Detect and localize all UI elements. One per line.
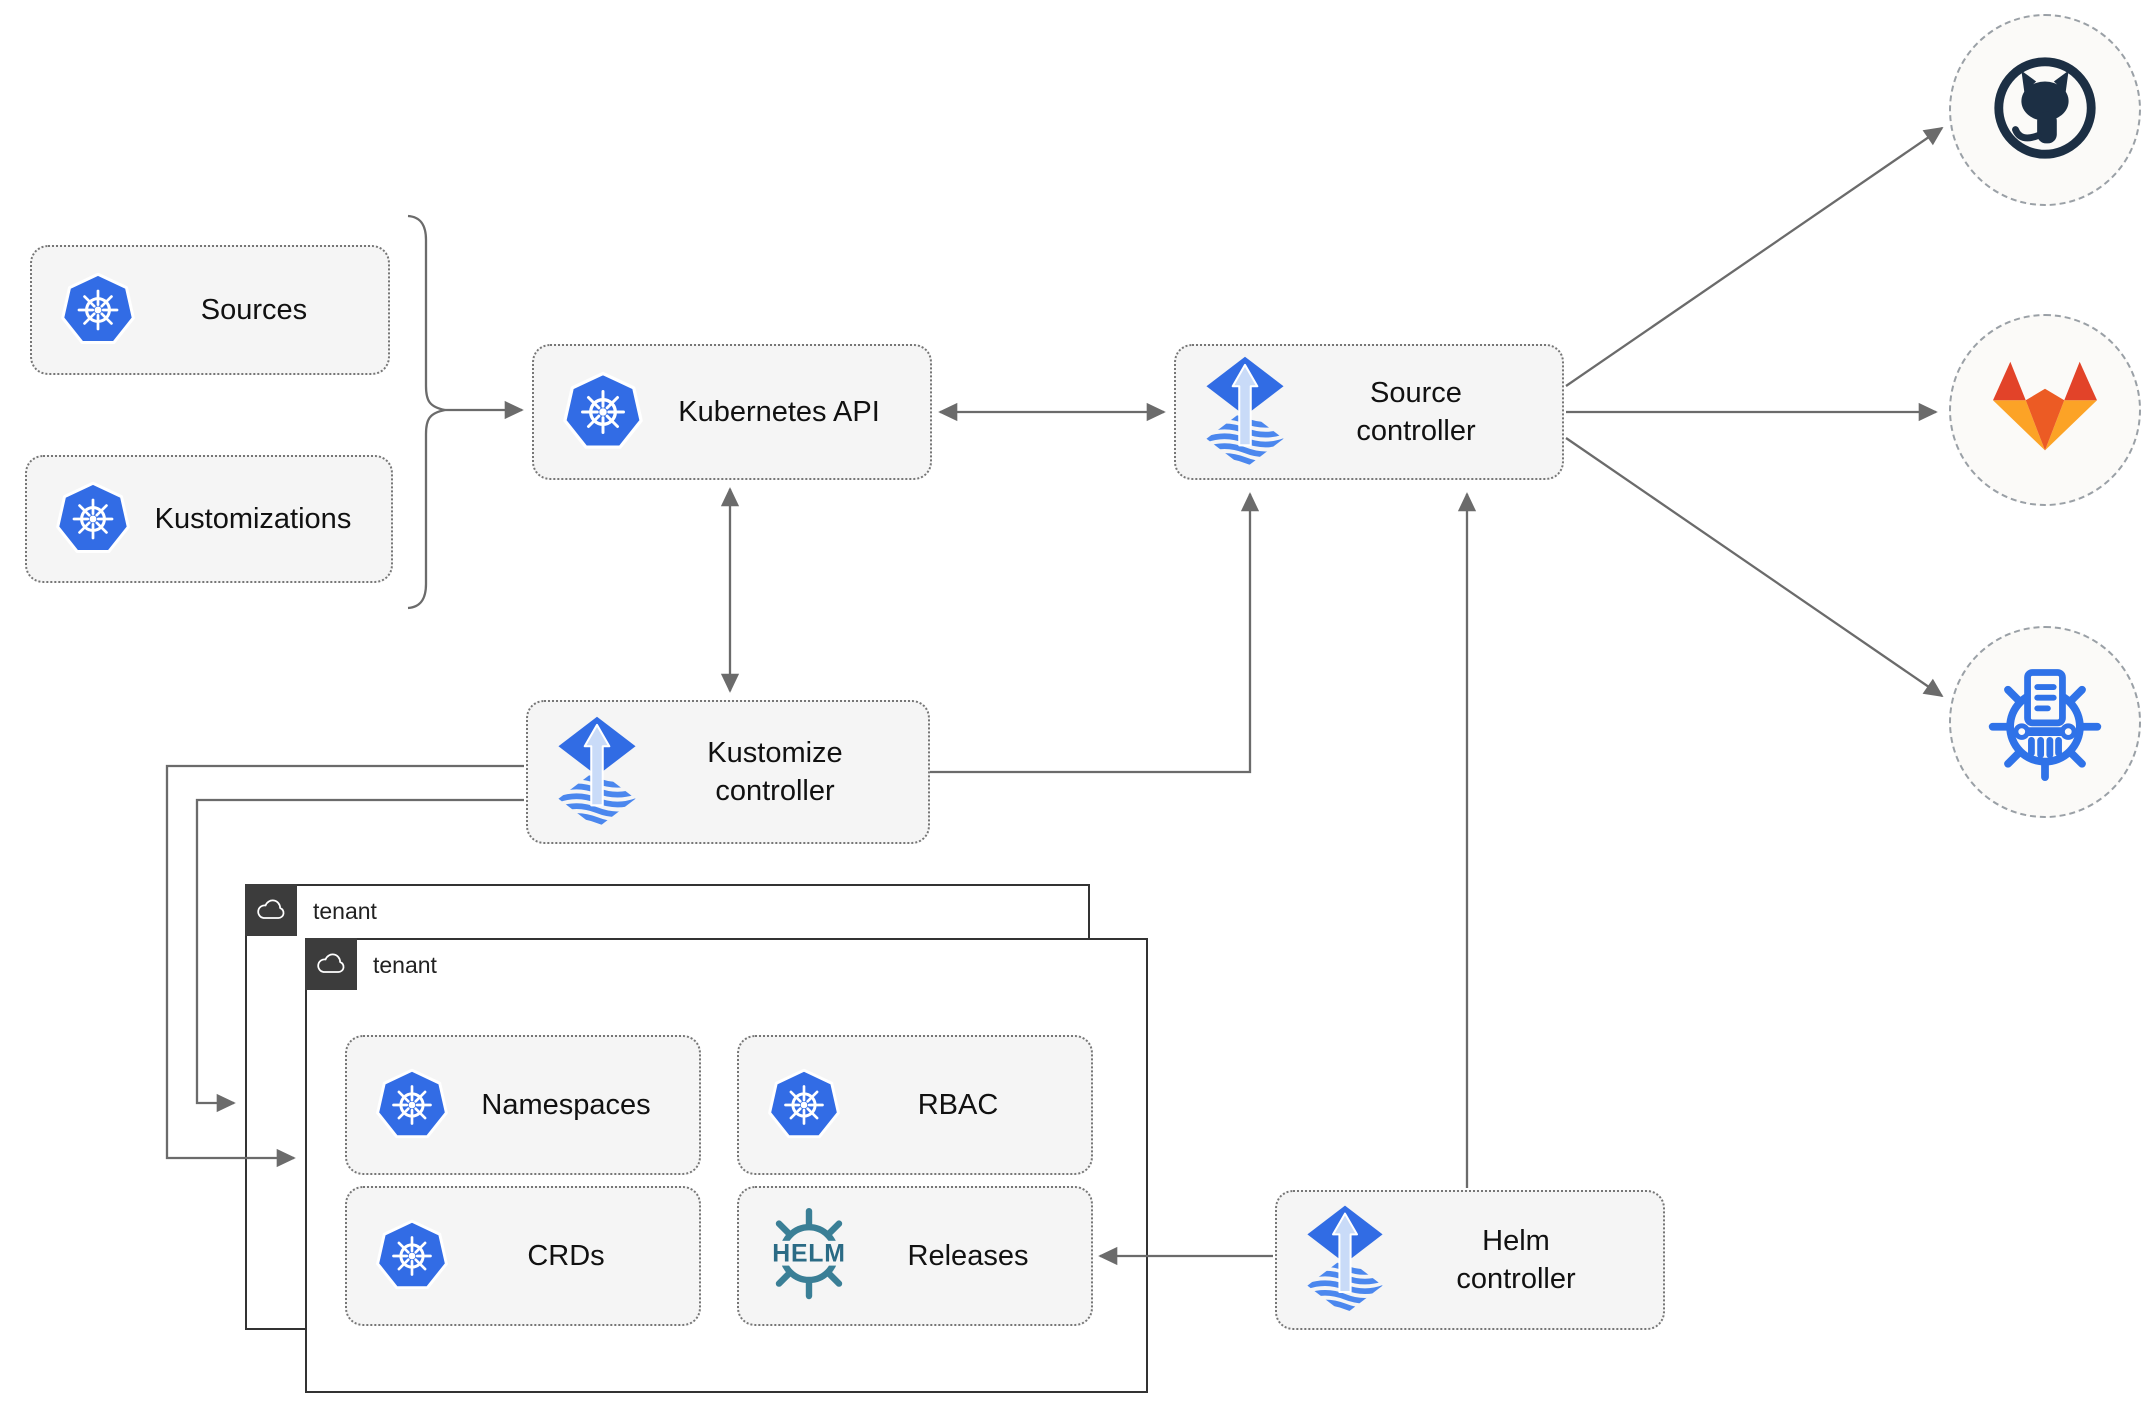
sources-label: Sources — [200, 293, 308, 326]
rbac-label: RBAC — [917, 1088, 999, 1121]
source-controller-label: Source controller — [1286, 374, 1562, 451]
source-controller-box: Source controller — [1174, 344, 1564, 480]
kustomizations-box: Kustomizations — [25, 455, 393, 583]
edge-source-to-github — [1565, 126, 1944, 387]
cloud-icon — [245, 884, 297, 936]
kustomize-controller-box: Kustomize controller — [526, 700, 930, 844]
helm-controller-label: Helm controller — [1385, 1222, 1663, 1299]
namespaces-box: Namespaces — [345, 1035, 701, 1175]
kustomize-controller-line1: Kustomize — [707, 736, 843, 769]
edge-kustomize-to-source-controller — [930, 492, 1260, 774]
kubernetes-wheel-icon — [767, 1068, 841, 1142]
chartmuseum-icon — [1982, 657, 2108, 788]
helm-controller-line1: Helm — [1482, 1224, 1550, 1257]
chartmuseum-circle — [1949, 626, 2141, 818]
sources-box: Sources — [30, 245, 390, 375]
helm-controller-line2: controller — [1456, 1263, 1576, 1295]
flux-arrow-icon — [1204, 355, 1286, 470]
crds-box: CRDs — [345, 1186, 701, 1326]
releases-box: HELM Releases — [737, 1186, 1093, 1326]
source-controller-line2: controller — [1356, 415, 1476, 447]
tenant-front-label: tenant — [373, 952, 437, 978]
releases-label: Releases — [907, 1239, 1029, 1272]
helm-wheel-icon: HELM — [757, 1204, 861, 1308]
kubernetes-wheel-icon — [375, 1068, 449, 1142]
tenant-back-label: tenant — [313, 898, 377, 924]
helm-controller-box: Helm controller — [1275, 1190, 1665, 1330]
kubernetes-wheel-icon — [60, 272, 136, 348]
gitlab-circle — [1949, 314, 2141, 506]
kustomize-controller-label: Kustomize controller — [638, 734, 928, 811]
flux-arrow-icon — [556, 715, 638, 830]
kubernetes-wheel-icon — [562, 371, 644, 453]
kubernetes-api-box: Kubernetes API — [532, 344, 932, 480]
gitlab-tanuki-icon — [1987, 356, 2103, 465]
helm-logo-text: HELM — [772, 1241, 845, 1268]
crds-label: CRDs — [527, 1239, 605, 1272]
kubernetes-wheel-icon — [55, 481, 131, 557]
kustomizations-label: Kustomizations — [154, 502, 352, 535]
kubernetes-wheel-icon — [375, 1219, 449, 1293]
kustomize-controller-line2: controller — [715, 775, 835, 807]
rbac-box: RBAC — [737, 1035, 1093, 1175]
brace-sources-kustomizations — [407, 214, 446, 610]
kubernetes-api-label: Kubernetes API — [678, 395, 880, 428]
flux-arrow-icon — [1305, 1204, 1385, 1316]
github-circle — [1949, 14, 2141, 206]
edge-source-to-chartmuseum — [1565, 437, 1944, 698]
namespaces-label: Namespaces — [481, 1088, 651, 1121]
github-octocat-icon — [1986, 49, 2104, 172]
source-controller-line1: Source — [1370, 376, 1462, 409]
cloud-icon — [305, 938, 357, 990]
